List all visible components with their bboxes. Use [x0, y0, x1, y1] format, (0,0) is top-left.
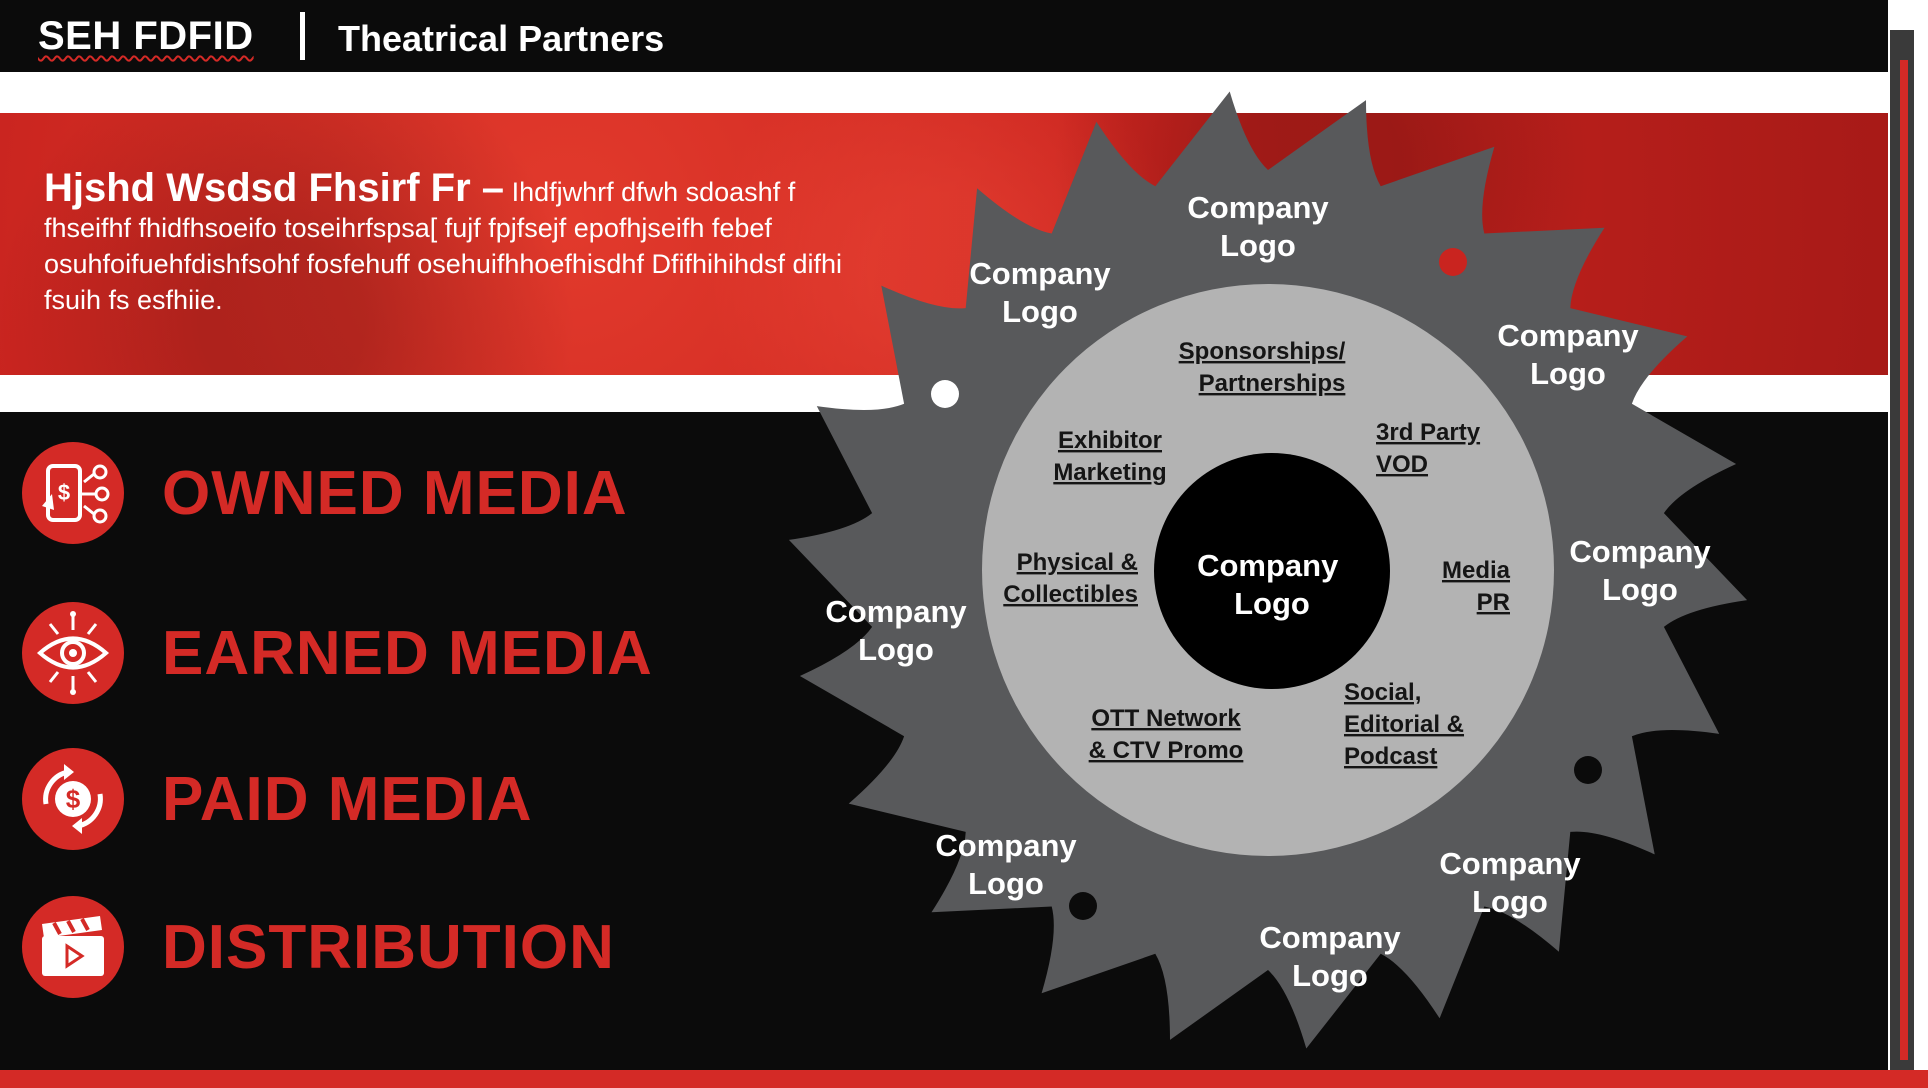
gullet-hole	[1574, 756, 1602, 784]
intro-paragraph: Hjshd Wsdsd Fhsirf Fr – Ihdfjwhrf dfwh s…	[44, 168, 864, 318]
dollar-cycle-icon: $	[22, 748, 124, 850]
phone-dollar-icon: $	[22, 442, 124, 544]
brand-name: SEH FDFID	[38, 14, 254, 58]
media-label: OWNED MEDIA	[162, 459, 628, 528]
category-sponsorships[interactable]: Sponsorships/Partnerships	[1179, 338, 1346, 397]
intro-body: Ihdfjwhrf dfwh sdoashf f fhseifhf fhidfh…	[44, 177, 843, 315]
page-title: Theatrical Partners	[338, 18, 665, 59]
gullet-hole	[1069, 892, 1097, 920]
svg-text:$: $	[58, 480, 70, 505]
slide-accent-stripe	[1900, 60, 1908, 1060]
media-label: DISTRIBUTION	[162, 913, 615, 982]
media-label: EARNED MEDIA	[162, 619, 653, 688]
clapperboard-play-icon	[22, 896, 124, 998]
eye-network-icon	[22, 602, 124, 704]
media-label: PAID MEDIA	[162, 765, 533, 834]
gullet-hole	[1439, 248, 1467, 276]
intro-lead: Hjshd Wsdsd Fhsirf Fr –	[44, 166, 505, 210]
center-hub	[1154, 453, 1390, 689]
gullet-holes	[931, 248, 1602, 920]
center-logo: Company Logo	[1197, 548, 1347, 621]
header-divider	[300, 12, 305, 60]
category-ott-ctv[interactable]: OTT Network& CTV Promo	[1089, 705, 1244, 764]
category-social-editorial-podcast[interactable]: Social,Editorial &Podcast	[1344, 679, 1464, 770]
bottom-accent-bar	[0, 1070, 1928, 1088]
category-physical-collectibles[interactable]: Physical &Collectibles	[1003, 549, 1138, 608]
svg-text:$: $	[66, 784, 81, 814]
header-bar: SEH FDFID Theatrical Partners	[0, 0, 1888, 72]
gullet-hole	[931, 380, 959, 408]
